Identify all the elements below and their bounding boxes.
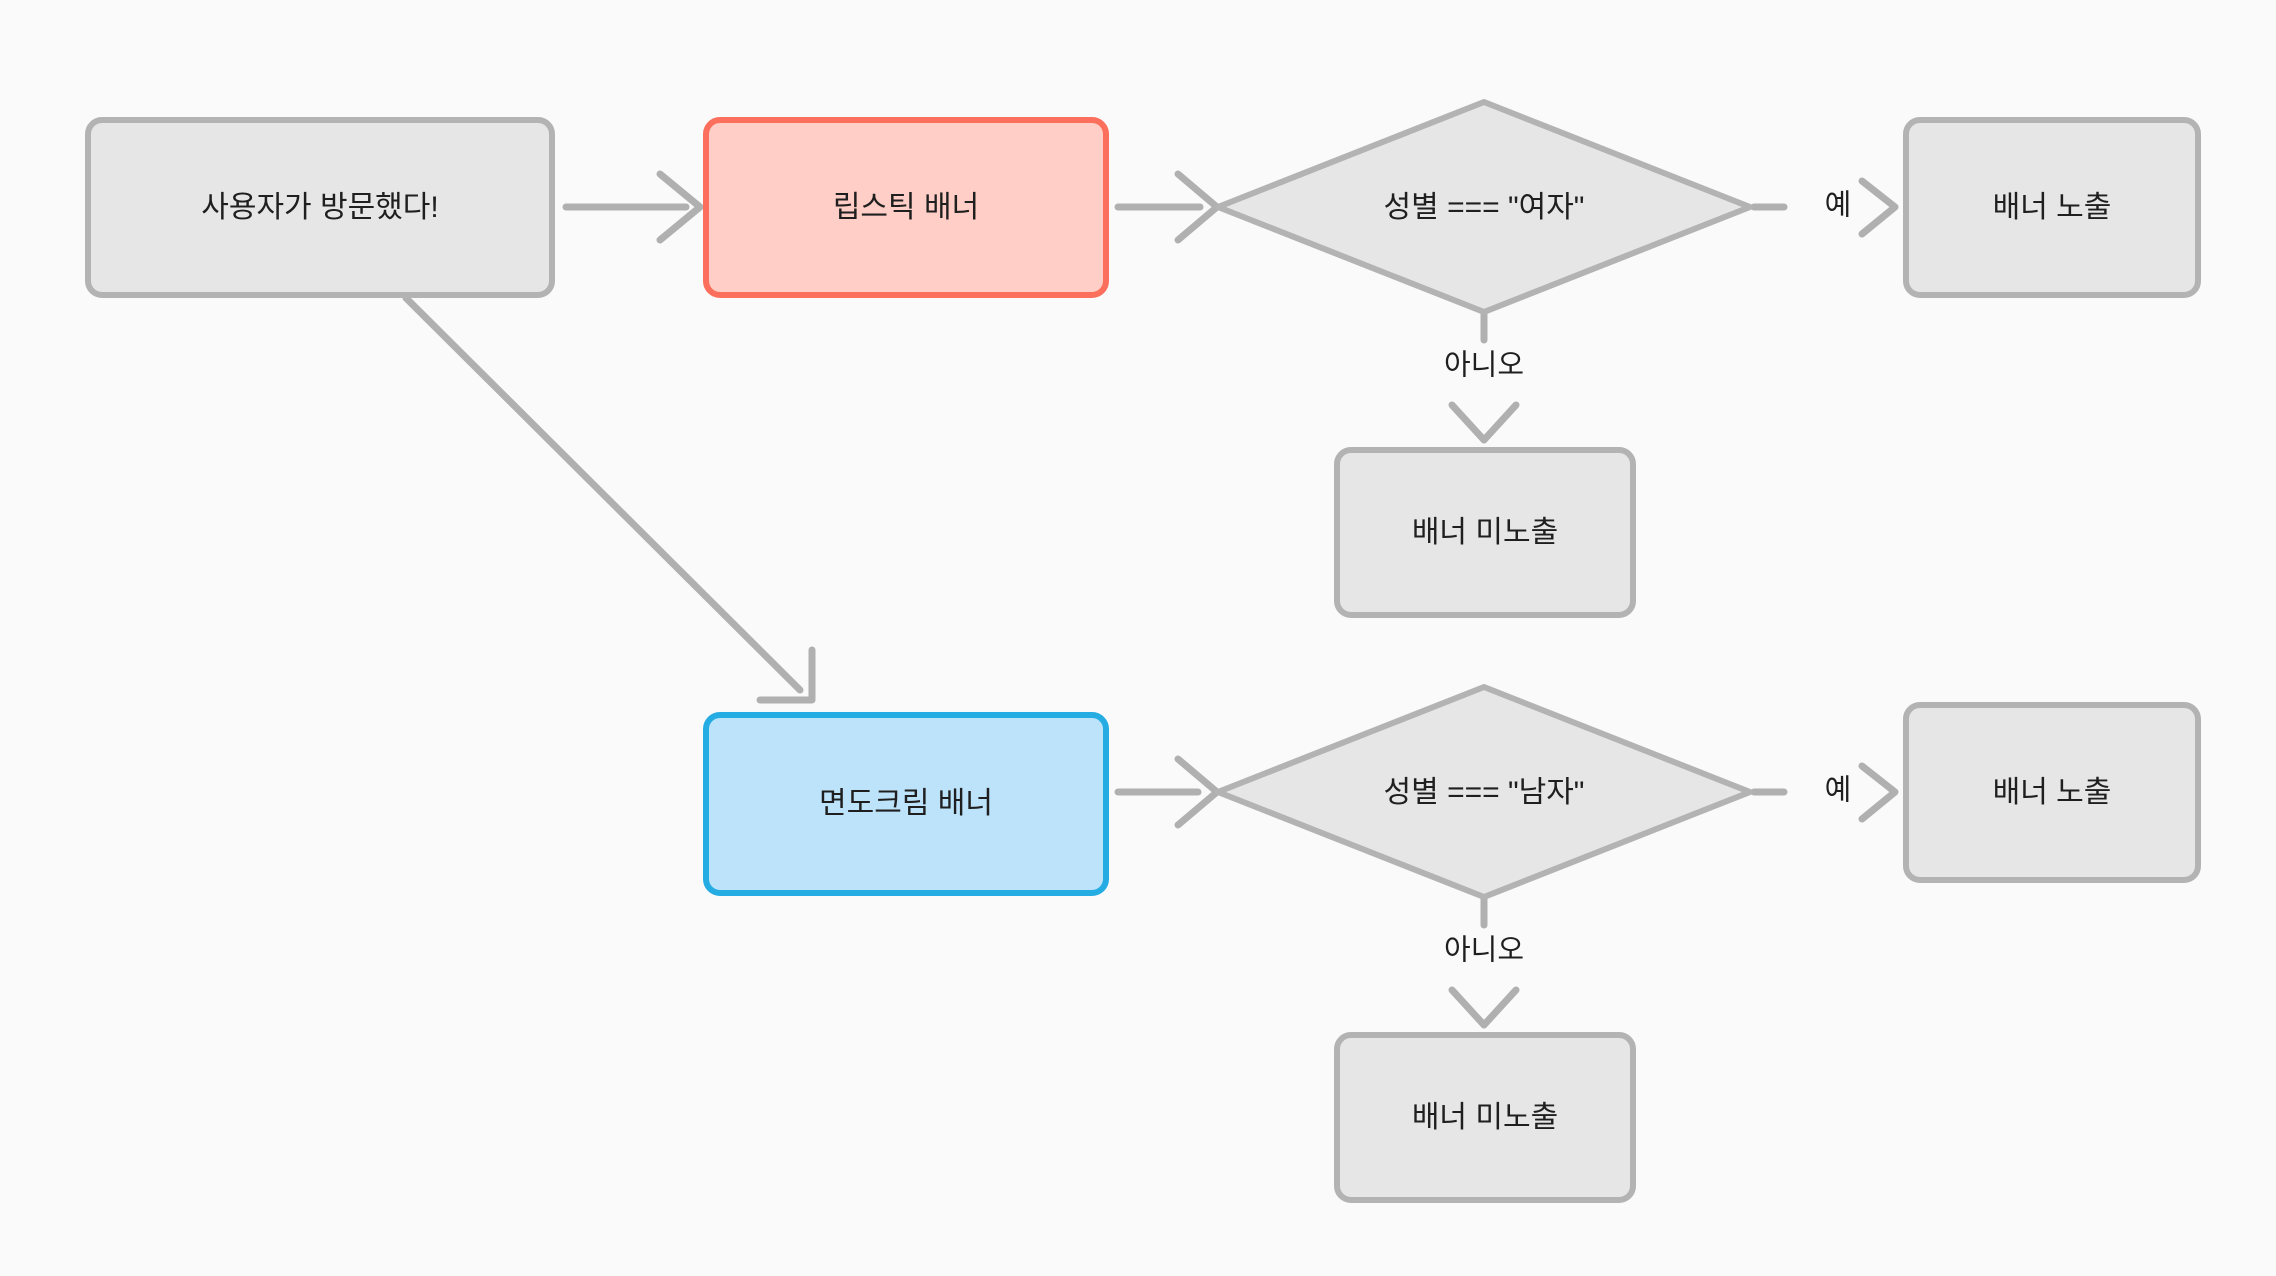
edge-label-male-no: 아니오 (1444, 935, 1524, 967)
node-banner-show-female[interactable]: 배너 노출 (1903, 117, 2201, 298)
edge-layer (402, 170, 1899, 1029)
node-start-label: 사용자가 방문했다! (201, 191, 438, 224)
edge-decision-female-no (1448, 308, 1520, 444)
node-shavecream-banner[interactable]: 면도크림 배너 (703, 712, 1109, 896)
node-banner-hide-female-shape (1334, 447, 1636, 618)
edge-start-to-lipstick (562, 170, 704, 244)
edge-decision-male-yes (1750, 762, 1899, 823)
edge-label-female-yes: 예 (1825, 190, 1852, 222)
node-shavecream-banner-shape (703, 712, 1109, 896)
edge-shavecream-to-decision-male (1114, 755, 1221, 829)
node-banner-show-female-shape (1903, 117, 2201, 298)
node-decision-female[interactable]: 성별 === "여자" (1215, 99, 1753, 315)
node-banner-hide-male[interactable]: 배너 미노출 (1334, 1032, 1636, 1203)
edge-label-female-no: 아니오 (1444, 350, 1524, 382)
edge-start-to-shavecream (402, 294, 816, 704)
node-banner-hide-male-shape (1334, 1032, 1636, 1203)
node-decision-male-label: 성별 === "남자" (1384, 776, 1585, 809)
edge-label-layer: 예 아니오 예 아니오 (1444, 190, 1851, 967)
node-decision-female-label: 성별 === "여자" (1384, 191, 1585, 224)
node-layer: 사용자가 방문했다! 립스틱 배너 성별 === "여자" 배너 노출 배너 미… (85, 99, 2201, 1203)
node-banner-hide-male-label: 배너 미노출 (1412, 1101, 1558, 1134)
node-banner-hide-female-label: 배너 미노출 (1412, 516, 1558, 549)
node-banner-show-female-label: 배너 노출 (1993, 191, 2112, 224)
node-lipstick-banner[interactable]: 립스틱 배너 (703, 117, 1109, 298)
edge-label-male-yes: 예 (1825, 775, 1852, 807)
node-shavecream-banner-label: 면도크림 배너 (819, 787, 993, 820)
edge-decision-female-yes (1750, 177, 1899, 238)
node-lipstick-banner-shape (703, 117, 1109, 298)
edge-lipstick-to-decision-female (1114, 170, 1221, 244)
node-decision-female-shape (1215, 99, 1753, 315)
node-decision-male-shape (1215, 684, 1753, 900)
node-banner-show-male[interactable]: 배너 노출 (1903, 702, 2201, 883)
node-lipstick-banner-label: 립스틱 배너 (833, 191, 979, 224)
node-start[interactable]: 사용자가 방문했다! (85, 117, 555, 298)
node-banner-show-male-shape (1903, 702, 2201, 883)
edge-decision-male-no (1448, 893, 1520, 1029)
node-banner-hide-female[interactable]: 배너 미노출 (1334, 447, 1636, 618)
node-decision-male[interactable]: 성별 === "남자" (1215, 684, 1753, 900)
node-banner-show-male-label: 배너 노출 (1993, 776, 2112, 809)
node-start-shape (85, 117, 555, 298)
